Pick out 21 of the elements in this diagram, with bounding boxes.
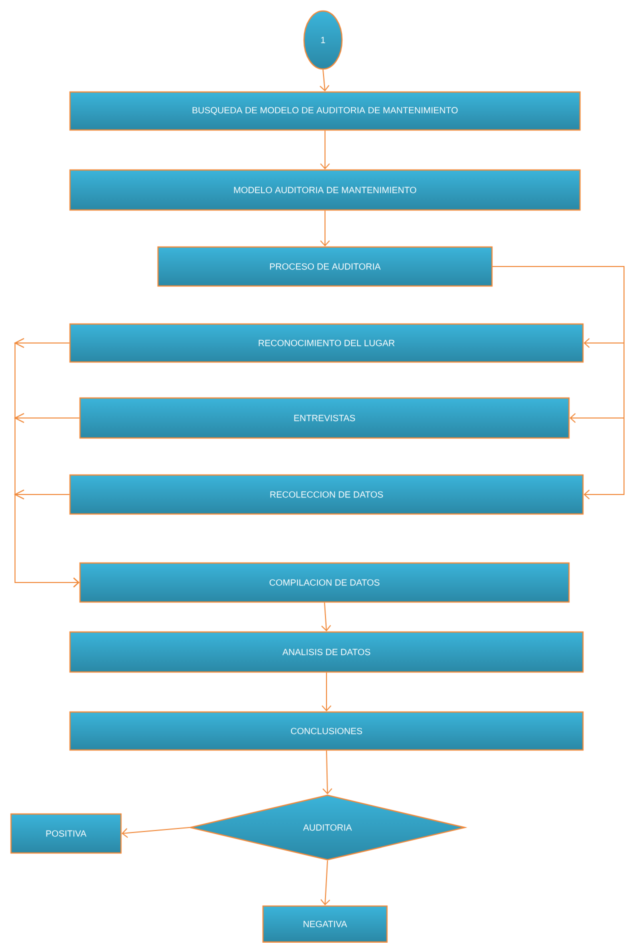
arrow xyxy=(320,130,330,170)
arrow xyxy=(122,827,190,838)
arrow xyxy=(322,672,332,712)
process-box: BUSQUEDA DE MODELO DE AUDITORIA DE MANTENIMIENTO xyxy=(69,91,581,131)
arrow xyxy=(320,69,330,92)
process-box: NEGATIVA xyxy=(262,905,388,943)
process-box: PROCESO DE AUDITORIA xyxy=(157,246,493,287)
process-box: CONCLUSIONES xyxy=(69,711,584,751)
arrow xyxy=(492,266,624,500)
arrow xyxy=(320,210,330,246)
arrow xyxy=(320,860,330,906)
arrow xyxy=(321,602,332,632)
process-box: ENTREVISTAS xyxy=(79,397,570,439)
arrow xyxy=(14,490,80,588)
process-box: RECOLECCION DE DATOS xyxy=(69,474,584,515)
process-box: MODELO AUDITORIA DE MANTENIMIENTO xyxy=(69,169,581,211)
process-box: COMPILACION DE DATOS xyxy=(79,562,570,603)
process-box: ANALISIS DE DATOS xyxy=(69,631,584,673)
arrow xyxy=(322,750,332,794)
process-box: RECONOCIMIENTO DEL LUGAR xyxy=(69,323,584,363)
process-box: POSITIVA xyxy=(10,813,122,854)
